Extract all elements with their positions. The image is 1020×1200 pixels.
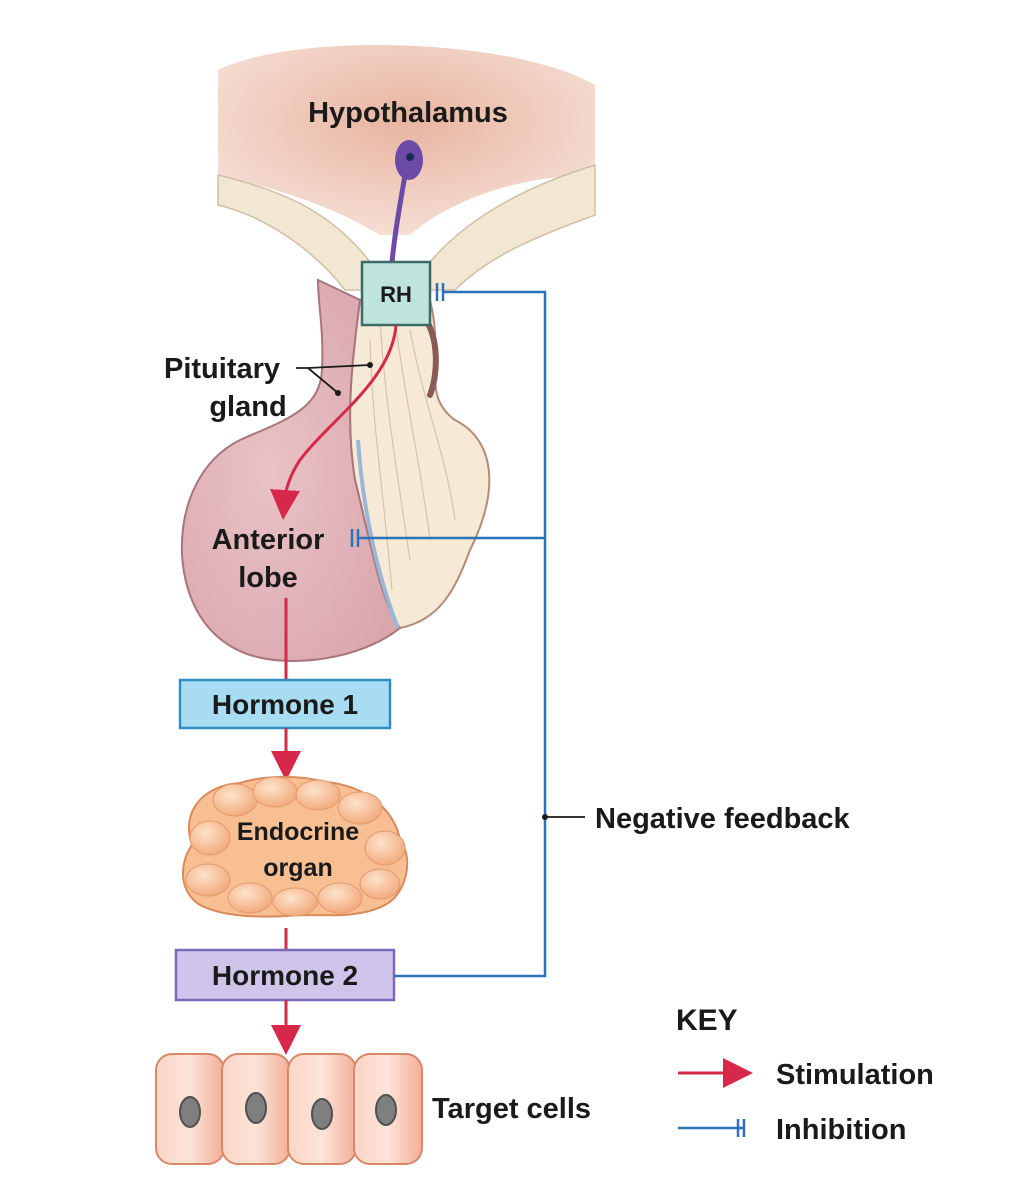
legend-inhibition-bars	[736, 1119, 746, 1137]
target-cell	[221, 1053, 291, 1165]
target-cell	[353, 1053, 423, 1165]
pituitary-pointer-dot-2	[335, 390, 341, 396]
rh-label: RH	[380, 282, 412, 307]
anterior-lobe	[180, 278, 402, 662]
target-cells	[155, 1053, 423, 1165]
rh-box	[360, 260, 432, 327]
negative-feedback-pointer-dot	[542, 814, 548, 820]
intermediate-boundary	[356, 439, 400, 629]
legend-inhibition-label: Inhibition	[776, 1114, 906, 1146]
neuron-axon	[389, 172, 408, 265]
inhibition-marker-rh	[435, 283, 445, 301]
endocrine-organ: Endocrine organ	[181, 775, 409, 918]
target-cells-label: Target cells	[432, 1093, 591, 1125]
endocrine-organ-label-line1: Endocrine	[237, 818, 359, 846]
negative-feedback-label: Negative feedback	[595, 803, 851, 835]
target-cell	[155, 1053, 225, 1165]
pituitary-pointer	[296, 364, 371, 394]
posterior-lobe-striations	[369, 319, 456, 591]
inhibition-marker-anterior	[350, 529, 360, 547]
hormone1-box	[178, 678, 392, 730]
target-cell	[287, 1053, 357, 1165]
anterior-lobe-label-line2: lobe	[238, 562, 298, 594]
pituitary-label-line2: gland	[209, 391, 286, 423]
endocrine-organ-label-line2: organ	[263, 854, 332, 882]
legend: KEY Stimulation Inhibition	[676, 1004, 934, 1146]
hypothalamus-label: Hypothalamus	[308, 97, 508, 129]
anterior-lobe-label-line1: Anterior	[212, 524, 325, 556]
pituitary-pointer-dot-1	[367, 362, 373, 368]
neuron-nucleus	[406, 153, 414, 161]
hormone2-label: Hormone 2	[212, 960, 358, 991]
stimulation-arrow-rh-to-anterior	[270, 324, 398, 520]
pituitary-label-line1: Pituitary	[164, 353, 280, 385]
feedback-line-hormone2	[394, 290, 547, 978]
endocrine-organ-lobules	[185, 776, 406, 917]
legend-title: KEY	[676, 1004, 738, 1037]
hypothalamus-tissue	[218, 44, 595, 235]
negative-feedback-loop	[358, 290, 547, 978]
legend-stimulation-label: Stimulation	[776, 1059, 934, 1091]
hormone1-label: Hormone 1	[212, 689, 358, 720]
